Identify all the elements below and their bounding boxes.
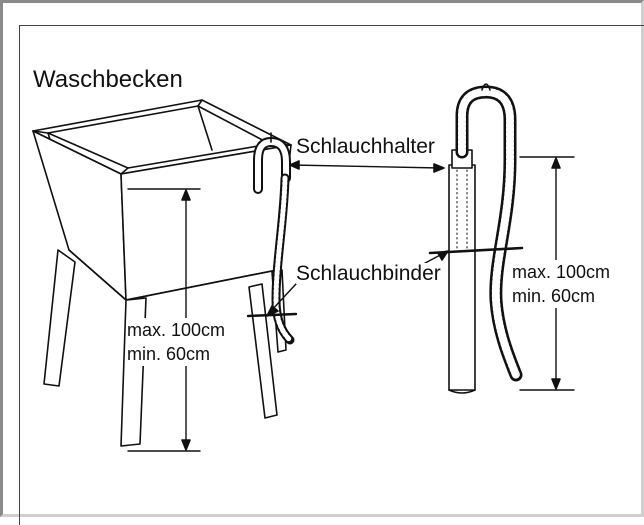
right-measurement: max. 100cm min. 60cm (512, 260, 611, 308)
right-min-height: min. 60cm (512, 286, 596, 306)
inner-border (19, 25, 644, 525)
sink-label: Waschbecken (33, 66, 183, 93)
sink-hose (246, 132, 298, 345)
standpipe-drawing (448, 149, 476, 394)
left-measurement: max. 100cm min. 60cm (127, 318, 226, 366)
sink-drawing (32, 99, 292, 447)
left-max-height: max. 100cm (127, 320, 226, 340)
right-max-height: max. 100cm (512, 262, 611, 282)
left-min-height: min. 60cm (127, 344, 211, 364)
hose-holder-label: Schlauchhalter (296, 135, 435, 158)
hose-clamp-label: Schlauchbinder (296, 262, 441, 285)
hose-holder-callout-line (289, 160, 445, 173)
standpipe-hose (428, 83, 524, 382)
